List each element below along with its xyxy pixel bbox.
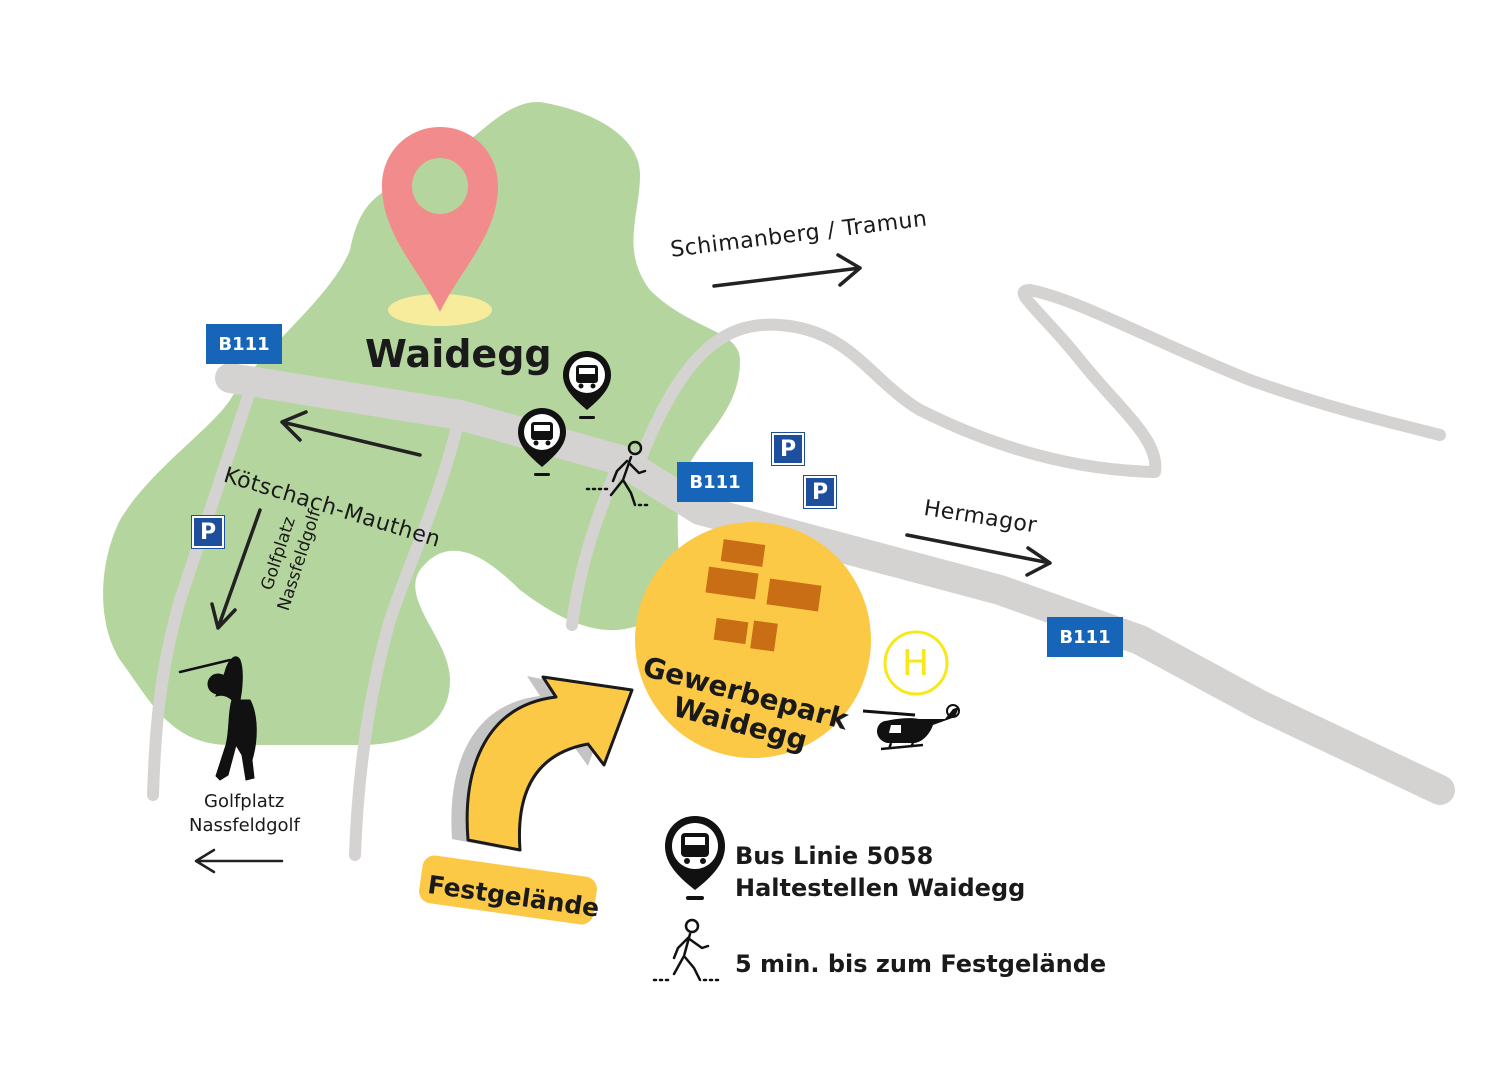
arrow-koetschach (280, 410, 422, 457)
bus-stop-icon (563, 351, 611, 419)
building (713, 617, 749, 645)
arrow-golf-left (194, 848, 284, 874)
road-sign-b111: B111 (1047, 617, 1123, 657)
building (705, 566, 759, 600)
road-network (147, 284, 1455, 861)
road-sign-b111: B111 (677, 462, 753, 502)
road-b111 (215, 363, 1455, 805)
bus-stop-icon (665, 816, 725, 900)
golfer-icon (178, 656, 257, 781)
pedestrian-icon (652, 918, 722, 982)
direction-arrows (194, 253, 1052, 874)
festival-label-bg (419, 855, 597, 925)
festival-arrow (451, 675, 634, 852)
legend-bus-line2: Haltestellen Waidegg (735, 874, 1026, 902)
road-west-2 (349, 409, 466, 861)
road-schimanberg (634, 284, 1446, 478)
arrow-schimanberg (712, 253, 862, 288)
place-title: Waidegg (365, 332, 552, 376)
building (766, 578, 822, 612)
golf-label-line1: Golfplatz (204, 791, 285, 812)
buildings (705, 539, 822, 652)
road-sign-b111: B111 (206, 324, 282, 364)
building (720, 539, 766, 567)
building (750, 620, 778, 652)
road-west-1 (147, 379, 258, 801)
road-south (566, 454, 626, 631)
helipad-icon (883, 630, 949, 696)
legend-walk: 5 min. bis zum Festgelände (735, 950, 1107, 978)
location-pin-icon (382, 127, 498, 312)
helipad-letter: H (902, 643, 930, 684)
golf-label-line2: Nassfeldgolf (189, 815, 300, 836)
parking-icon: P (191, 515, 225, 549)
bus-stop-icon (518, 408, 566, 476)
arrow-golf (210, 508, 262, 630)
parking-icon: P (771, 432, 805, 466)
helicopter-icon (862, 704, 960, 751)
legend-bus-line1: Bus Linie 5058 (735, 842, 934, 870)
pedestrian-icon (585, 440, 649, 507)
arrow-hermagor (905, 533, 1052, 577)
parking-icon: P (803, 475, 837, 509)
